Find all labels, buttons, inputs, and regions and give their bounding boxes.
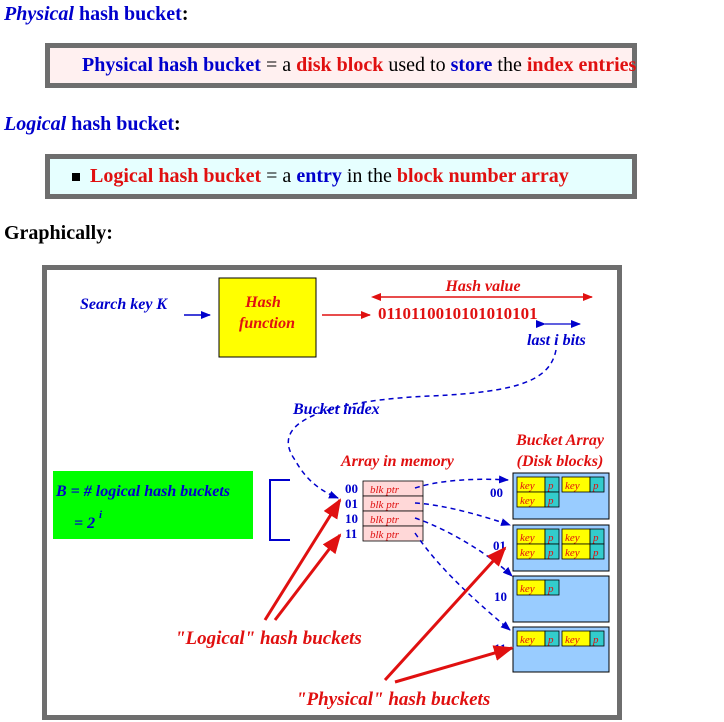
block-label-00: 00 <box>490 485 503 500</box>
physical-arrow-1 <box>383 546 507 682</box>
last-i-bits-label: last i bits <box>527 332 586 349</box>
hash-value-label: Hash value <box>444 278 520 295</box>
ptr-text-11: blk ptr <box>370 529 400 541</box>
ptr-text-10: blk ptr <box>370 514 400 526</box>
ptr-text-01: blk ptr <box>370 499 400 511</box>
search-key-label: Search key K <box>80 296 168 313</box>
disk-block-00: key p key p key p <box>512 472 610 520</box>
bucket-array-label-line1: Bucket Array <box>515 432 605 449</box>
key-text: key <box>565 532 580 544</box>
key-text: key <box>520 547 535 559</box>
hash-function-label-line2: function <box>239 315 295 332</box>
ptr-arrow-01 <box>414 502 511 526</box>
block-pointer-array: blk ptr blk ptr blk ptr blk ptr <box>362 480 424 542</box>
key-text: key <box>565 547 580 559</box>
ptr-arrow-00 <box>414 475 509 489</box>
physical-definition-box: Physical hash bucket = a disk block used… <box>45 43 637 88</box>
p-cell <box>544 579 560 596</box>
p-text: p <box>547 583 554 595</box>
index-label-00: 00 <box>345 481 358 496</box>
physical-hash-bucket-heading: Physical hash bucket: <box>4 3 189 25</box>
key-text: key <box>520 480 535 492</box>
hash-bits: 0110110010101010101 <box>378 304 538 323</box>
p-text: p <box>592 480 599 492</box>
p-cell <box>544 543 560 560</box>
bucket-count-formula: B = # logical hash buckets <box>55 483 230 500</box>
bucket-array-label-line2: (Disk blocks) <box>517 453 604 470</box>
index-labels: 00 01 10 11 <box>345 481 358 541</box>
hash-function-label-line1: Hash <box>244 294 281 311</box>
graphically-heading: Graphically: <box>4 222 113 244</box>
key-text: key <box>565 480 580 492</box>
key-text: key <box>520 583 535 595</box>
p-cell <box>544 491 560 508</box>
logical-hash-bucket-heading: Logical hash bucket: <box>4 113 181 135</box>
logical-arrow-1 <box>263 498 342 621</box>
bullet-icon <box>72 172 80 181</box>
p-cell <box>544 630 560 647</box>
ptr-arrow-10 <box>414 517 513 577</box>
bucket-count-exponent: i <box>99 509 103 521</box>
bucket-bracket <box>269 479 290 541</box>
array-in-memory-label: Array in memory <box>340 453 455 470</box>
logical-definition-text: Logical hash bucket = a entry in the blo… <box>72 159 632 194</box>
ptr-cell-11 <box>362 525 424 542</box>
p-text: p <box>547 547 554 559</box>
physical-buckets-label: "Physical" hash buckets <box>296 689 490 710</box>
p-text: p <box>547 634 554 646</box>
p-text: p <box>592 547 599 559</box>
physical-definition-text: Physical hash bucket = a disk block used… <box>82 54 637 76</box>
ptr-text-00: blk ptr <box>370 484 400 496</box>
bucket-index-curve <box>287 349 557 499</box>
block-label-10: 10 <box>494 589 507 604</box>
disk-block-01: key p key p key p key p <box>512 524 610 572</box>
p-cell <box>589 476 605 493</box>
disk-block-10: key p <box>512 575 610 623</box>
logical-buckets-label: "Logical" hash buckets <box>175 628 362 649</box>
bucket-count-box <box>53 471 253 539</box>
key-text: key <box>520 634 535 646</box>
index-label-11: 11 <box>345 526 357 541</box>
hash-function-box <box>218 277 317 358</box>
bucket-index-label: Bucket index <box>292 401 380 418</box>
logical-arrow-2 <box>273 533 342 621</box>
key-text: key <box>520 532 535 544</box>
index-label-10: 10 <box>345 511 358 526</box>
p-cell <box>589 630 605 647</box>
disk-block-11: key p key p <box>512 626 610 673</box>
index-label-01: 01 <box>345 496 358 511</box>
physical-arrow-2 <box>394 645 514 684</box>
bucket-count-equals: = 2 <box>74 515 95 532</box>
p-text: p <box>547 495 554 507</box>
p-text: p <box>592 532 599 544</box>
key-text: key <box>565 634 580 646</box>
p-cell <box>589 543 605 560</box>
p-text: p <box>547 532 554 544</box>
p-text: p <box>547 480 554 492</box>
p-text: p <box>592 634 599 646</box>
key-text: key <box>520 495 535 507</box>
logical-definition-box: Logical hash bucket = a entry in the blo… <box>45 154 637 199</box>
